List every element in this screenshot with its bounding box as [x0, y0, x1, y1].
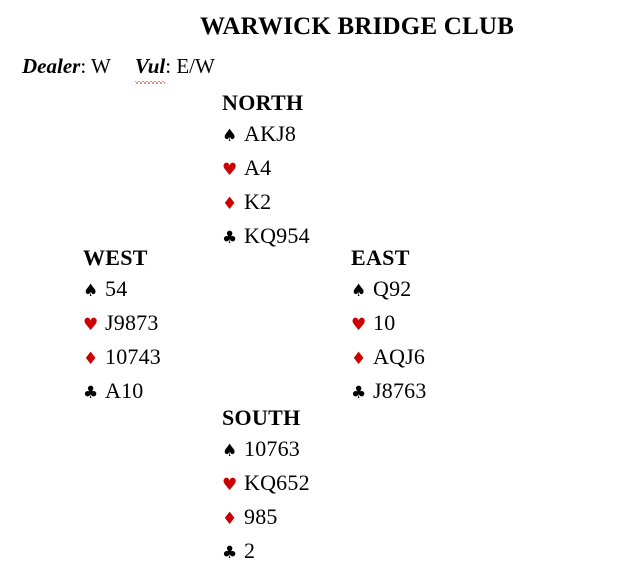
heart-icon: ♥ [83, 315, 99, 335]
suit-row-west-club: ♣ A10 [83, 375, 161, 409]
vulnerability-value: E/W [176, 54, 215, 78]
vulnerability-label: Vul [134, 54, 166, 84]
suit-row-west-heart: ♥ J9873 [83, 307, 161, 341]
heart-icon: ♥ [222, 475, 238, 495]
suit-row-east-spade: ♠ Q92 [351, 273, 427, 307]
suit-row-south-spade: ♠ 10763 [222, 433, 310, 467]
suit-cards-west-spade: 54 [105, 276, 128, 301]
diamond-icon: ♦ [222, 194, 238, 214]
heart-icon: ♥ [351, 315, 367, 335]
hand-label-west: WEST [83, 245, 148, 270]
spade-icon: ♠ [351, 281, 367, 301]
diamond-icon: ♦ [83, 349, 99, 369]
heart-icon: ♥ [222, 160, 238, 180]
suit-cards-west-diamond: 10743 [105, 344, 161, 369]
dealer-separator: : [80, 54, 92, 78]
suit-row-south-club: ♣2 [222, 535, 310, 569]
spade-icon: ♠ [83, 281, 99, 301]
suit-cards-north-heart: A4 [244, 155, 272, 180]
suit-cards-east-heart: 10 [373, 310, 396, 335]
hand-north: NORTH ♠ AKJ8 ♥ A4 ♦ K2 ♣ KQ954 [222, 88, 310, 254]
vulnerability-separator: : [165, 54, 177, 78]
hand-east: EAST ♠ Q92 ♥ 10 ♦ AQJ6 ♣ J8763 [351, 243, 427, 409]
club-icon: ♣ [351, 383, 367, 403]
suit-cards-south-heart: KQ652 [244, 470, 310, 495]
suit-cards-east-club: J8763 [373, 378, 427, 403]
suit-row-south-diamond: ♦ 985 [222, 501, 310, 535]
dealer-value: W [91, 54, 111, 78]
club-icon: ♣ [222, 543, 238, 563]
suit-cards-west-heart: J9873 [105, 310, 159, 335]
spade-icon: ♠ [222, 441, 238, 461]
suit-row-east-diamond: ♦ AQJ6 [351, 341, 427, 375]
page-title: WARWICK BRIDGE CLUB [199, 13, 515, 40]
suit-cards-north-diamond: K2 [244, 189, 272, 214]
suit-cards-west-club: A10 [105, 378, 144, 403]
suit-cards-east-spade: Q92 [373, 276, 412, 301]
suit-row-west-spade: ♠ 54 [83, 273, 161, 307]
suit-cards-south-spade: 10763 [244, 436, 300, 461]
diamond-icon: ♦ [351, 349, 367, 369]
dealer-label: Dealer [22, 54, 81, 78]
suit-row-east-club: ♣ J8763 [351, 375, 427, 409]
spade-icon: ♠ [222, 126, 238, 146]
hand-label-east: EAST [351, 245, 410, 270]
hand-south: SOUTH ♠10763 ♥KQ652 ♦985 ♣2 [222, 403, 310, 569]
hand-west: WEST ♠ 54 ♥ J9873 ♦ 10743 ♣ A10 [83, 243, 161, 409]
suit-cards-south-diamond: 985 [244, 504, 278, 529]
vulnerability-group: Vul: E/W [134, 54, 215, 84]
suit-row-south-heart: ♥ KQ652 [222, 467, 310, 501]
hand-label-north: NORTH [222, 90, 304, 115]
suit-cards-north-spade: AKJ8 [244, 121, 297, 146]
suit-cards-east-diamond: AQJ6 [373, 344, 426, 369]
suit-row-north-heart: ♥ A4 [222, 152, 310, 186]
club-icon: ♣ [222, 228, 238, 248]
deal-info-line: Dealer: W Vul: E/W [22, 54, 215, 84]
suit-row-north-club: ♣ KQ954 [222, 220, 310, 254]
suit-row-west-diamond: ♦ 10743 [83, 341, 161, 375]
suit-row-north-spade: ♠ AKJ8 [222, 118, 310, 152]
suit-row-north-diamond: ♦ K2 [222, 186, 310, 220]
hand-label-south: SOUTH [222, 405, 301, 430]
suit-cards-north-club: KQ954 [244, 223, 310, 248]
club-icon: ♣ [83, 383, 99, 403]
diamond-icon: ♦ [222, 509, 238, 529]
suit-cards-south-club: 2 [244, 538, 256, 563]
dealer-group: Dealer: W [22, 54, 111, 79]
suit-row-east-heart: ♥ 10 [351, 307, 427, 341]
